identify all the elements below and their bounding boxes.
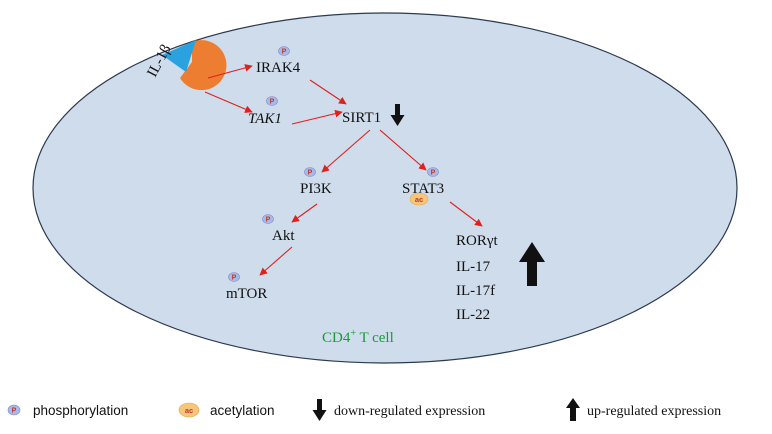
svg-text:P: P [308,170,313,177]
svg-text:P: P [270,99,275,106]
svg-text:P: P [266,217,271,224]
svg-text:ac: ac [415,195,423,204]
acetyl-badge-stat3: ac [409,192,429,206]
arrow-pi3k-akt [291,203,318,223]
arrow-receptor-tak1 [204,91,253,113]
svg-text:P: P [431,170,436,177]
phospho-badge-irak4: P [278,46,290,56]
phosphate-badge-icon: P [7,404,21,416]
svg-text:P: P [12,408,17,415]
phospho-badge-mtor: P [228,272,240,282]
legend-acetylation: acetylation [210,403,275,418]
output-rorgt: RORγt [456,233,498,249]
svg-text:P: P [232,275,237,282]
pathway-arrows [204,64,483,276]
node-tak1: TAK1 [248,111,282,127]
cell-label: CD4+ T cell [322,328,394,346]
node-sirt1: SIRT1 [342,110,381,126]
il1b-receptor-icon [162,40,227,91]
arrow-receptor-irak4 [207,64,253,79]
node-pi3k: PI3K [300,181,332,197]
legend-up: up-regulated expression [587,404,721,419]
acetyl-badge-icon: ac [178,402,200,418]
arrow-sirt1-stat3 [379,129,427,171]
up-arrow-icon [519,242,545,286]
arrow-stat3-outputs [449,201,483,227]
down-arrow-icon [390,104,405,126]
output-il17: IL-17 [456,259,491,275]
node-irak4: IRAK4 [256,60,301,76]
svg-text:P: P [282,49,287,56]
node-mtor: mTOR [226,286,267,302]
legend: P phosphorylation ac acetylation down-re… [7,398,721,421]
arrow-akt-mtor [259,246,293,276]
phospho-badge-pi3k: P [304,167,316,177]
node-akt: Akt [272,228,295,244]
cell-membrane [32,12,738,364]
arrow-tak1-sirt1 [291,109,343,125]
phospho-badge-tak1: P [266,96,278,106]
svg-text:ac: ac [185,406,193,415]
output-il22: IL-22 [456,307,490,323]
legend-phosphorylation: phosphorylation [33,403,128,418]
arrow-irak4-sirt1 [309,79,347,105]
phospho-badge-akt: P [262,214,274,224]
legend-down-arrow-icon [312,399,327,421]
legend-down: down-regulated expression [334,404,485,419]
node-stat3: STAT3 [402,181,444,197]
legend-up-arrow-icon [566,398,580,421]
output-il17f: IL-17f [456,283,495,299]
arrow-sirt1-pi3k [321,129,371,173]
phospho-badge-stat3: P [427,167,439,177]
